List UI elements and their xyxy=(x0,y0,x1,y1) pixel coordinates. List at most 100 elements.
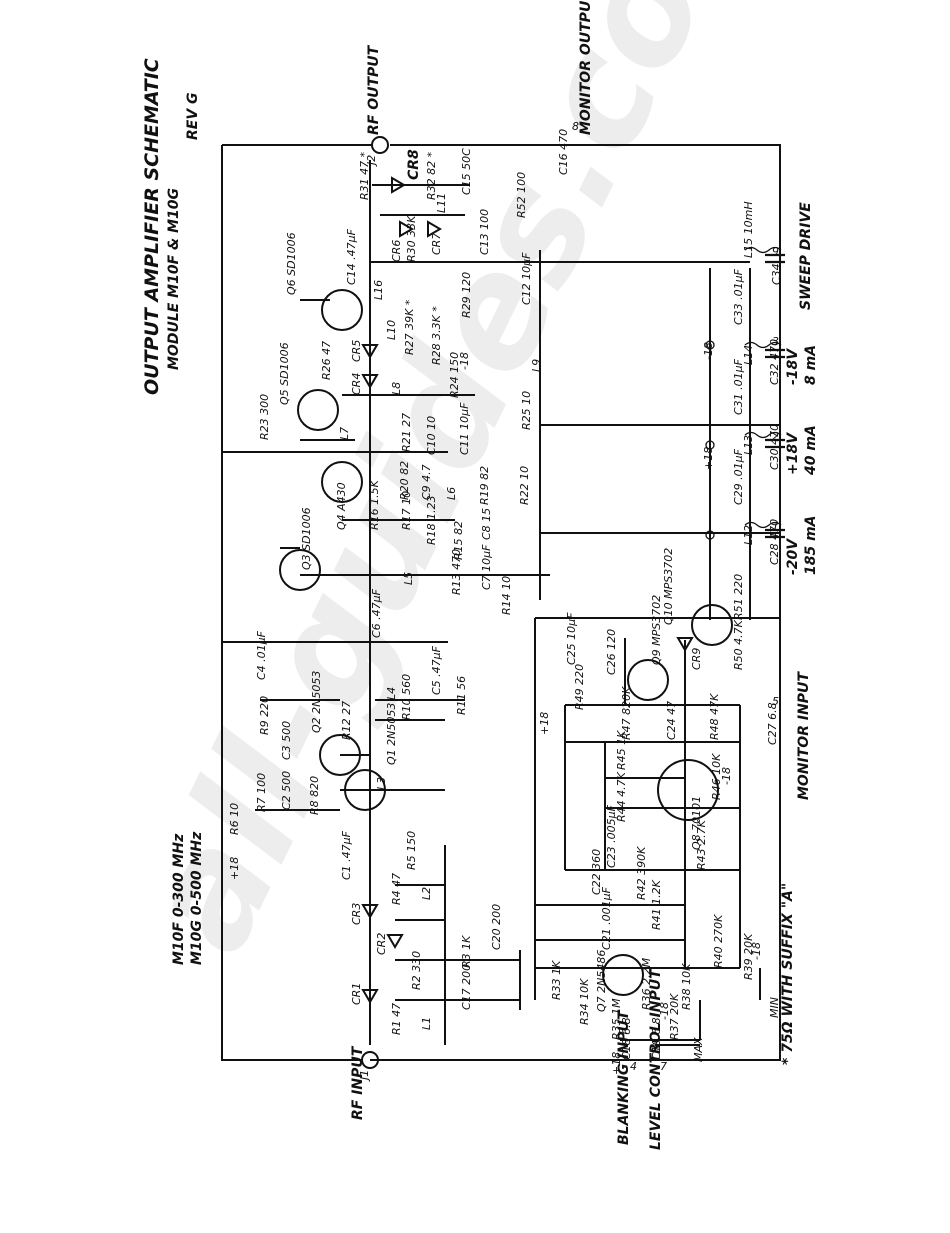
label-cr8: CR8 xyxy=(406,149,422,180)
label-q3: Q3 SD1006 xyxy=(300,507,313,570)
label-r11: R11 56 xyxy=(455,676,468,715)
label-q6: Q6 SD1006 xyxy=(285,232,298,295)
transistor-q2 xyxy=(319,734,361,776)
label-r22: R22 10 xyxy=(518,466,531,505)
label-c34: C34 xyxy=(770,263,783,285)
rf-chain-wiring xyxy=(255,160,780,1061)
label-r38: R38 10K xyxy=(680,963,693,1010)
label-l6: L6 xyxy=(445,487,458,500)
sweep-drive-label: SWEEP DRIVE xyxy=(798,202,814,310)
label-c29: C29 .01µF xyxy=(732,448,745,505)
label-c8: C8 15 xyxy=(480,508,493,540)
label-l14: L14 xyxy=(742,345,755,365)
label-r50: R50 4.7K xyxy=(732,619,745,670)
j1-label: J1 xyxy=(358,1070,371,1082)
label-q10: Q10 MPS3702 xyxy=(662,548,675,625)
label-l8: L8 xyxy=(390,382,403,395)
pin-5: 5 xyxy=(772,695,779,708)
label-q5: Q5 SD1006 xyxy=(278,342,291,405)
label-l5: L5 xyxy=(402,572,415,585)
label-c5: C5 .47µF xyxy=(430,645,443,695)
label-l2: L2 xyxy=(420,887,433,900)
title-line1: OUTPUT AMPLIFIER SCHEMATIC xyxy=(141,58,163,395)
label-r33: R33 1K xyxy=(550,960,563,1000)
supply-minus18-current: 8 mA xyxy=(803,345,819,385)
label-c20: C20 200 xyxy=(490,904,503,950)
label-min: MIN xyxy=(768,997,781,1018)
module-outline xyxy=(221,144,781,1061)
label-r1: R1 47 xyxy=(390,1003,403,1035)
label-c27: C27 6.8 xyxy=(766,702,779,745)
label-r4: R4 47 xyxy=(390,873,403,905)
label-r21: R21 27 xyxy=(400,413,413,452)
diode-cr8 xyxy=(391,176,406,194)
label-minus18-c: -18 xyxy=(658,1002,671,1020)
label-cr6: CR6 xyxy=(390,240,403,262)
transistor-q8 xyxy=(657,759,719,821)
rf-output-jack xyxy=(371,136,389,154)
label-c16: C16 470 xyxy=(557,129,570,175)
label-minus18-d: -18 xyxy=(750,942,763,960)
j2-label: J2 xyxy=(365,155,378,167)
label-q1: Q1 2N5053 xyxy=(385,703,398,765)
pin-2: 2 xyxy=(772,430,779,443)
label-minus18-e: -18 xyxy=(720,767,733,785)
diode-cr7 xyxy=(427,220,442,238)
label-r47: R47 820K xyxy=(620,686,633,740)
label-c3: C3 500 xyxy=(280,721,293,760)
label-r31: R31 47 * xyxy=(358,151,371,200)
label-minus18-b: -18 xyxy=(702,342,715,360)
rev-label: REV G xyxy=(185,92,201,140)
label-r6: R6 10 xyxy=(228,803,241,835)
label-r45: R45 1K xyxy=(615,730,628,770)
label-c22: C22 360 xyxy=(590,849,603,895)
label-cr1: CR1 xyxy=(350,983,363,1005)
label-r29: R29 120 xyxy=(460,272,473,318)
power-filter-row xyxy=(705,246,785,620)
label-r51: R51 220 xyxy=(732,574,745,620)
label-r14: R14 10 xyxy=(500,576,513,615)
diode-cr4 xyxy=(361,374,379,389)
label-c6: C6 .47µF xyxy=(370,588,383,638)
label-c33: C33 .01µF xyxy=(732,268,745,325)
label-r16: R16 1.5K xyxy=(368,479,381,530)
label-r49: R49 220 xyxy=(573,664,586,710)
label-c23: C23 .005µF xyxy=(605,804,618,868)
label-c30: C30 470 xyxy=(768,424,781,470)
label-r8: R8 820 xyxy=(308,776,321,815)
label-q4: Q4 A430 xyxy=(335,482,348,530)
label-c19: C19 6.8 xyxy=(650,1017,663,1060)
label-r12: R12 27 xyxy=(340,701,353,740)
label-l16: L16 xyxy=(372,280,385,300)
label-r24: R24 150 xyxy=(448,352,461,398)
label-r25: R25 10 xyxy=(520,391,533,430)
label-c24: C24 47 xyxy=(665,701,678,740)
label-r27: R27 39K * xyxy=(403,299,416,355)
label-c25: C25 10µF xyxy=(565,612,578,665)
label-r34: R34 10K xyxy=(578,978,591,1025)
pin-3: 3 xyxy=(772,335,779,348)
label-l3: L3 xyxy=(375,777,388,790)
label-r32: R32 82 * xyxy=(425,151,438,200)
label-r48: R48 47K xyxy=(708,693,721,740)
label-r5: R5 150 xyxy=(405,831,418,870)
diode-cr3 xyxy=(361,904,379,919)
label-cr7: CR7 xyxy=(430,233,443,255)
label-l4: L4 xyxy=(385,687,398,700)
label-plus18-b: +18 xyxy=(702,447,715,470)
label-r3: R3 1K xyxy=(460,935,473,968)
label-cr5: CR5 xyxy=(350,340,363,362)
label-q9: Q9 MPS3702 xyxy=(650,595,663,665)
label-r52: R52 100 xyxy=(515,172,528,218)
label-cr4: CR4 xyxy=(350,373,363,395)
supply-plus18: +18V xyxy=(785,432,801,475)
label-c17: C17 200 xyxy=(460,964,473,1010)
label-c7: C7 10µF xyxy=(480,544,493,590)
label-r41: R41 1.2K xyxy=(650,879,663,930)
model-m10f: M10F 0-300 MHz xyxy=(171,833,187,965)
label-c2: C2 500 xyxy=(280,771,293,810)
label-plus18-a: +18 xyxy=(228,857,241,880)
pin-7: 7 xyxy=(660,1060,667,1073)
diode-cr2 xyxy=(386,934,404,949)
